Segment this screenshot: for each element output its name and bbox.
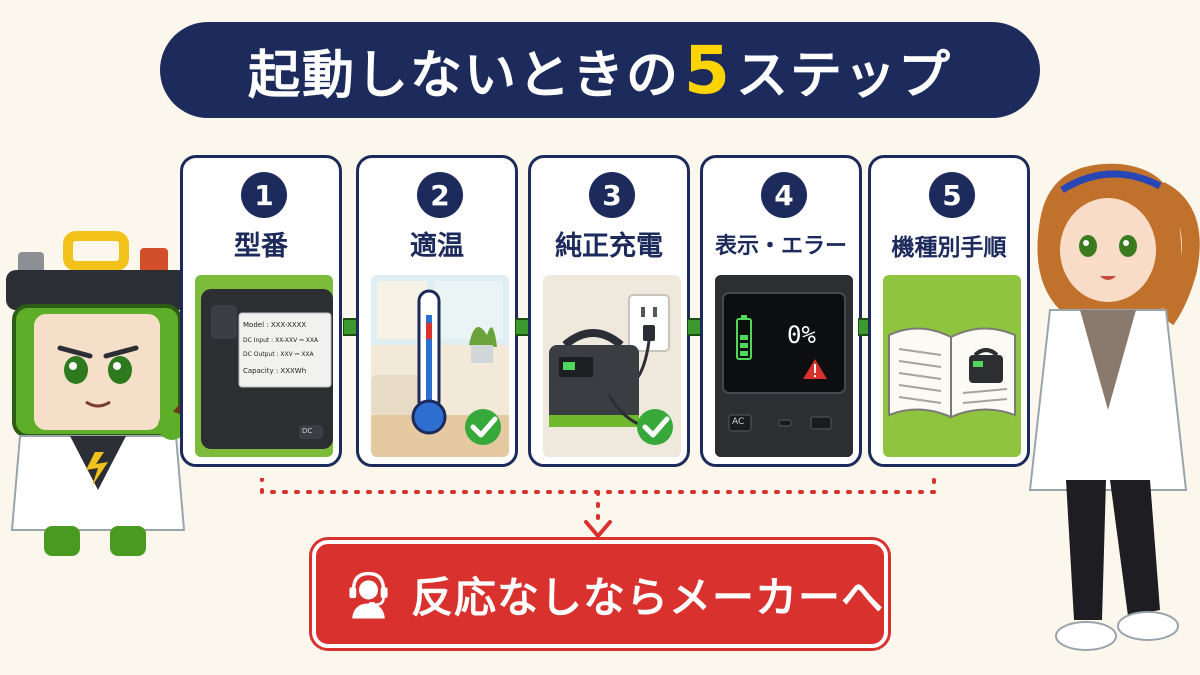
step-number-badge: 2 [417, 172, 463, 218]
step-number-badge: 4 [761, 172, 807, 218]
step-label: 適温 [410, 231, 464, 262]
step-number-badge: 1 [241, 172, 287, 218]
title-text-after: ステップ [735, 45, 952, 106]
step-card-2: 2 適温 [356, 155, 518, 467]
step-card-4: 4 表示・エラー 0% AC [700, 155, 862, 467]
step-number-badge: 5 [929, 172, 975, 218]
thermometer-room-illustration [371, 275, 509, 457]
step-card-5: 5 機種別手順 [868, 155, 1030, 467]
plate-dc-output-text: DC Output : XXV ⎓ XXA [243, 351, 314, 358]
headset-support-icon [349, 571, 388, 619]
title-text-before: 起動しないときの [248, 45, 681, 106]
plate-dc-input-text: DC Input : XX-XXV ⎓ XXA [243, 337, 319, 344]
step-label: 機種別手順 [891, 235, 1007, 261]
step-card-1: 1 型番 Model : XXX-XXXX DC Input : XX-XXV … [180, 155, 342, 467]
step-label: 表示・エラー [714, 234, 847, 259]
genuine-charger-illustration [543, 275, 681, 457]
step-number-badge: 3 [589, 172, 635, 218]
cta-label: 反応なしならメーカーへ [410, 572, 884, 622]
plate-capacity-text: Capacity : XXXWh [243, 367, 307, 375]
display-error-illustration: 0% AC [715, 275, 853, 457]
battery-mascot-illustration [6, 231, 230, 556]
title-number: 5 [684, 31, 732, 109]
step-label: 純正充電 [555, 231, 663, 262]
dotted-connector [260, 478, 936, 538]
battery-percent-text: 0% [787, 321, 816, 349]
step-card-3: 3 純正充電 [528, 155, 690, 467]
model-plate-illustration: Model : XXX-XXXX DC Input : XX-XXV ⎓ XXA… [195, 275, 333, 457]
scientist-girl-illustration [1028, 163, 1200, 651]
plate-port-text: DC [302, 427, 313, 435]
ac-button-label: AC [732, 417, 745, 427]
manual-book-illustration [883, 275, 1021, 457]
contact-manufacturer-banner: 反応なしならメーカーへ [312, 540, 888, 648]
plate-model-text: Model : XXX-XXXX [243, 321, 307, 329]
step-label: 型番 [234, 231, 288, 262]
